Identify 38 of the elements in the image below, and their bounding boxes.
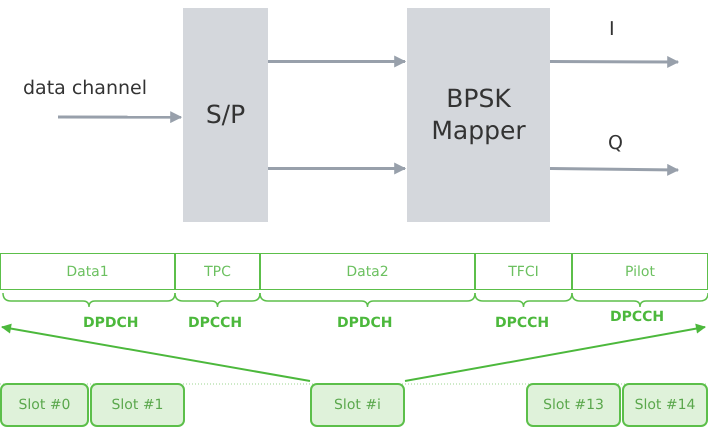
node-label: Slot #0	[18, 397, 70, 413]
frame-field	[260, 253, 475, 290]
channel-label: DPCCH	[610, 309, 664, 325]
node-label: Slot #14	[634, 397, 696, 413]
arrow	[404, 324, 706, 382]
channel-label: DPCCH	[495, 315, 550, 331]
node-label: Slot #1	[112, 397, 164, 413]
node-label: S/P	[206, 98, 246, 131]
slot-box	[0, 383, 89, 427]
arrow	[550, 164, 680, 176]
arrow	[268, 56, 406, 68]
frame-field	[0, 253, 175, 290]
slot-box	[622, 383, 708, 427]
arrow	[1, 324, 310, 382]
frame-field	[175, 253, 260, 290]
node-label: Data1	[66, 264, 109, 280]
process-block	[407, 8, 550, 222]
channel-label: DPDCH	[337, 315, 392, 331]
channel-label: DPDCH	[83, 315, 138, 331]
slot-box	[90, 383, 185, 427]
node-label: TFCI	[508, 264, 539, 280]
channel-label: DPCCH	[188, 315, 242, 331]
node-label: Slot #i	[334, 397, 381, 413]
edge-label: Q	[606, 132, 625, 154]
arrow	[268, 162, 406, 174]
slot-box	[310, 383, 405, 427]
arrow	[550, 56, 680, 68]
frame-field	[572, 253, 708, 290]
node-label: Data2	[346, 264, 389, 280]
process-block	[183, 8, 268, 222]
arrow	[58, 111, 182, 124]
slot-box	[526, 383, 621, 427]
node-label: Pilot	[625, 264, 655, 280]
node-label: TPC	[204, 264, 231, 280]
input-label: data channel	[22, 77, 148, 99]
node-label: BPSK Mapper	[430, 82, 527, 147]
node-label: Slot #13	[543, 397, 604, 413]
frame-field	[475, 253, 572, 290]
